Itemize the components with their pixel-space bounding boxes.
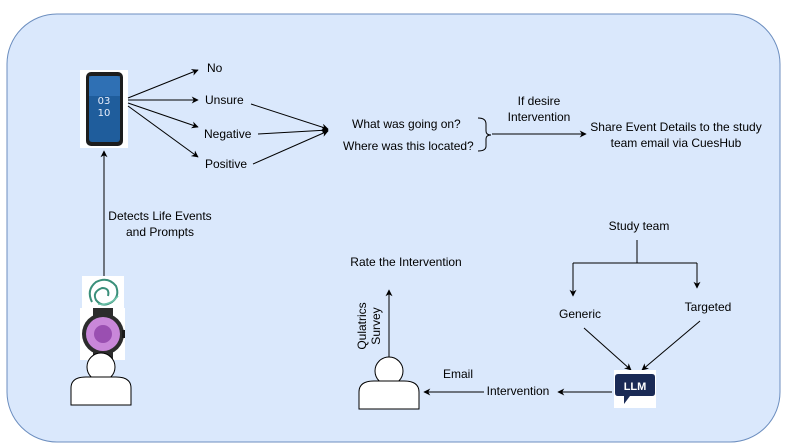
arrow-negative-to-questions bbox=[257, 126, 329, 135]
diagram-canvas bbox=[6, 13, 781, 443]
cueshub-logo-icon bbox=[82, 276, 124, 310]
survey-line2: Survey bbox=[369, 307, 383, 344]
person-icon-right bbox=[358, 356, 420, 410]
response-no: No bbox=[207, 61, 223, 75]
arrow-to-negative bbox=[127, 102, 199, 129]
question-what: What was going on? bbox=[352, 117, 461, 131]
smartphone-icon: 03 10 bbox=[80, 70, 128, 148]
arrow-positive-to-questions bbox=[252, 130, 329, 165]
question-where: Where was this located? bbox=[343, 139, 474, 153]
person-icon-left bbox=[70, 352, 132, 406]
llm-chat-icon: LLM bbox=[614, 370, 656, 408]
response-unsure: Unsure bbox=[205, 93, 244, 107]
intervention-label: Intervention bbox=[487, 384, 550, 398]
generic-label: Generic bbox=[559, 307, 601, 321]
rate-label: Rate the Intervention bbox=[350, 255, 461, 269]
detects-line2: and Prompts bbox=[126, 225, 194, 239]
phone-minute: 10 bbox=[98, 108, 111, 119]
condition-line1: If desire bbox=[518, 94, 561, 108]
response-positive: Positive bbox=[205, 157, 247, 171]
detects-line1: Detects Life Events bbox=[108, 209, 211, 223]
arrow-to-no bbox=[127, 69, 199, 99]
arrow-generic-to-llm bbox=[583, 327, 632, 371]
arrow-to-positive bbox=[127, 105, 199, 158]
study-team-label: Study team bbox=[609, 219, 670, 233]
condition-line2: Intervention bbox=[508, 110, 571, 124]
email-label: Email bbox=[443, 367, 473, 381]
response-negative: Negative bbox=[204, 127, 252, 141]
llm-label: LLM bbox=[624, 381, 647, 393]
curly-brace bbox=[477, 117, 492, 152]
arrow-unsure-to-questions bbox=[250, 103, 329, 131]
share-line1: Share Event Details to the study bbox=[590, 120, 761, 134]
targeted-label: Targeted bbox=[685, 300, 732, 314]
phone-hour: 03 bbox=[98, 96, 111, 107]
smartwatch-icon bbox=[80, 308, 125, 360]
share-line2: team email via CuesHub bbox=[611, 136, 742, 150]
survey-line1: Qulatrics bbox=[355, 302, 369, 349]
arrow-targeted-to-llm bbox=[641, 320, 701, 371]
